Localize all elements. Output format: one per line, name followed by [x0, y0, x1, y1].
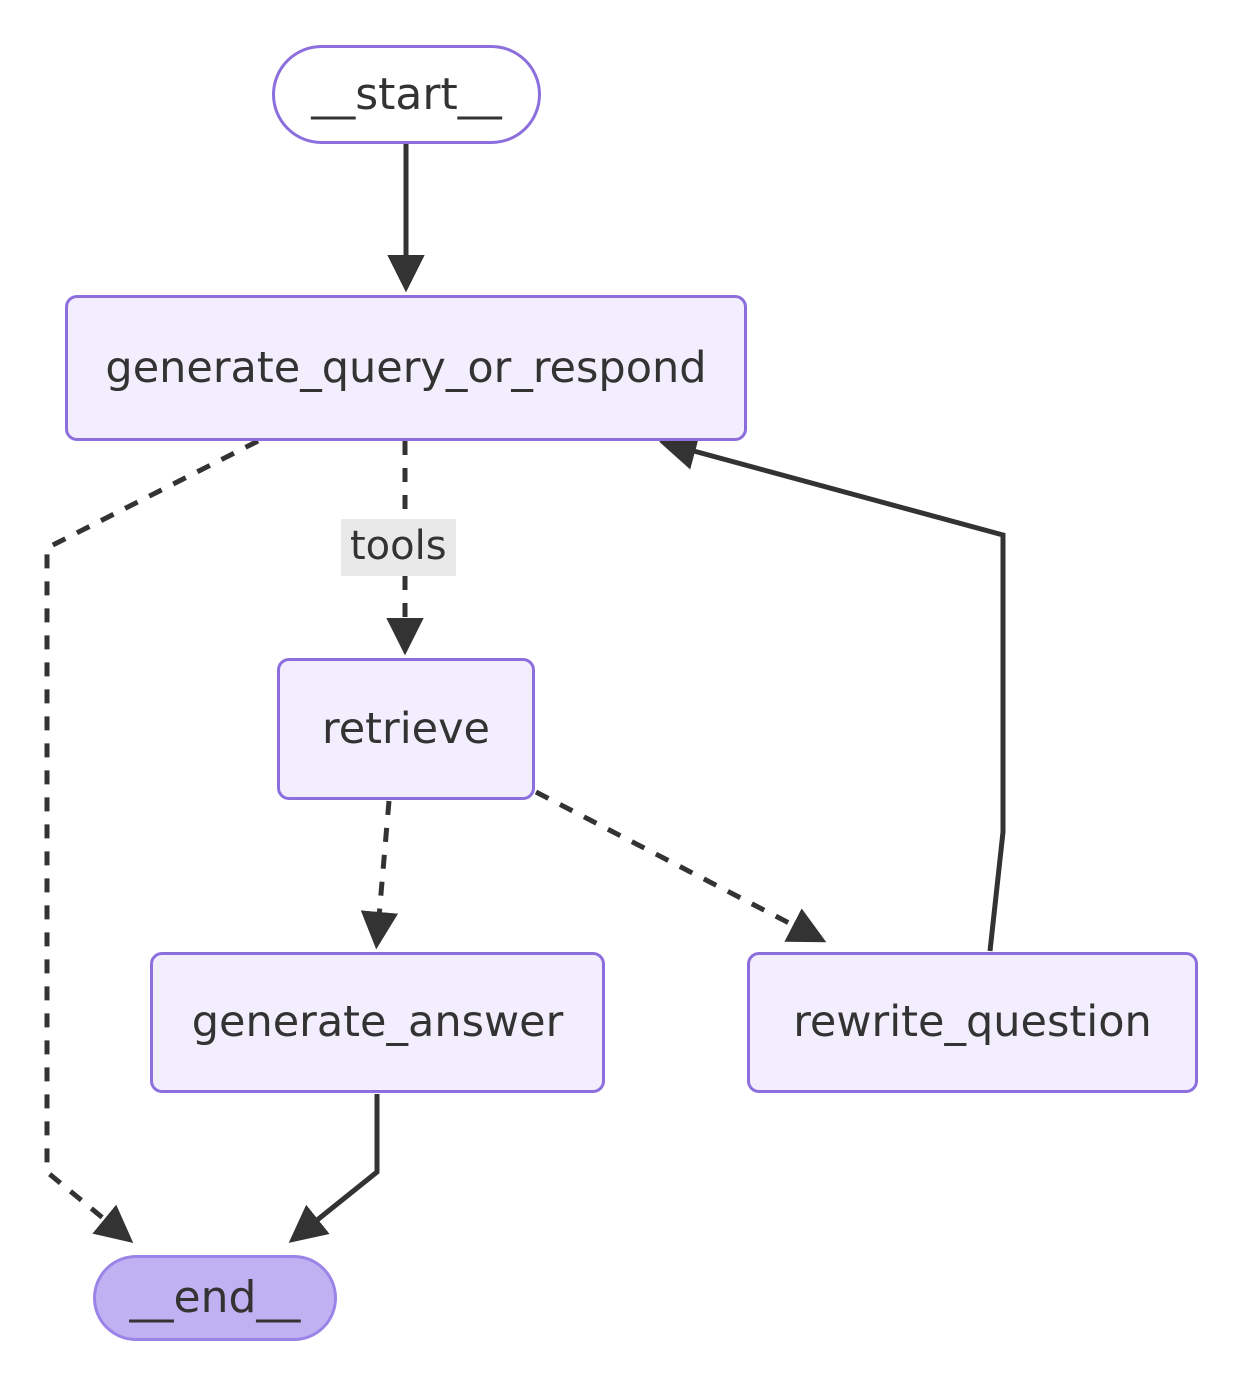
node-generate-answer-label: generate_answer: [191, 997, 564, 1047]
edge-generate-query-or-respond-to-end: [44, 438, 260, 1243]
node-rewrite-question[interactable]: rewrite_question: [747, 952, 1198, 1093]
edge-label-tools: tools: [341, 519, 456, 576]
node-retrieve[interactable]: retrieve: [277, 658, 535, 800]
node-end-label: __end__: [129, 1272, 301, 1323]
edge-generate-answer-to-end: [288, 1094, 380, 1243]
node-generate-query-or-respond-label: generate_query_or_respond: [105, 342, 707, 393]
node-start[interactable]: __start__: [272, 45, 541, 144]
node-retrieve-label: retrieve: [321, 703, 491, 754]
edge-rewrite-question-to-generate-query-or-respond: [658, 433, 1006, 952]
node-start-label: __start__: [311, 68, 502, 120]
edge-retrieve-to-generate-answer: [360, 800, 399, 950]
node-end[interactable]: __end__: [93, 1255, 337, 1341]
node-rewrite-question-label: rewrite_question: [793, 997, 1152, 1047]
edge-retrieve-to-rewrite-question: [534, 789, 827, 943]
node-generate-query-or-respond[interactable]: generate_query_or_respond: [65, 295, 747, 441]
node-generate-answer[interactable]: generate_answer: [150, 952, 605, 1093]
